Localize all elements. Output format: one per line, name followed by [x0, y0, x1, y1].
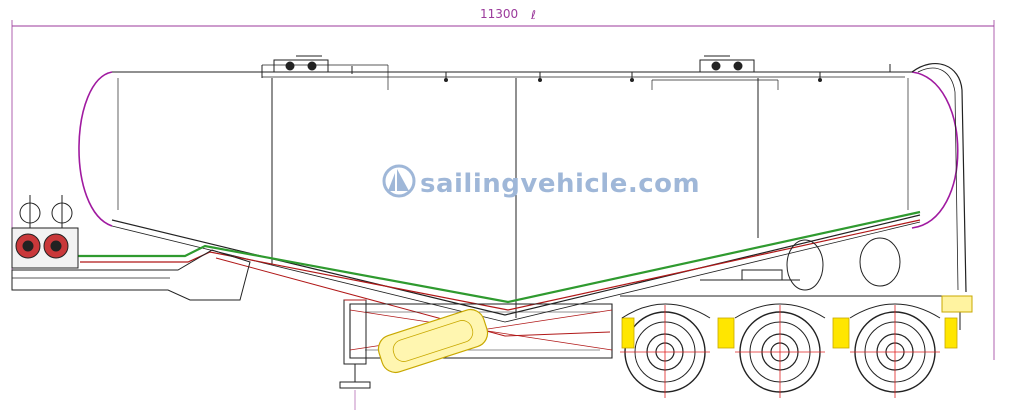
- watermark-text: sailingvehicle.com: [420, 169, 700, 199]
- watermark: sailingvehicle.com: [382, 164, 700, 199]
- air-pipe: [78, 210, 921, 304]
- brake-line: [80, 219, 921, 311]
- wheel-3: [850, 305, 940, 398]
- tank-body: [78, 64, 959, 323]
- sail-logo-icon: [382, 164, 416, 198]
- wheel-1: [620, 305, 710, 398]
- front-valves: [11, 195, 79, 269]
- rear-fittings: [700, 237, 973, 313]
- front-tank-head: [78, 71, 113, 227]
- svg-text:ℓ: ℓ: [530, 8, 536, 22]
- discharge-pipe: [911, 62, 967, 293]
- suspension-brackets: [621, 317, 958, 349]
- axle-group: [620, 303, 958, 398]
- overall-length-label: 11300: [480, 7, 518, 21]
- manhole-front: [273, 55, 329, 73]
- landing-leg: [339, 299, 371, 410]
- overall-dimension: 11300 ℓ: [11, 7, 995, 360]
- wheel-2: [735, 305, 825, 398]
- spare-tire: [377, 308, 489, 374]
- top-fittings: [351, 64, 891, 82]
- manhole-rear: [699, 55, 755, 73]
- rear-tank-head: [911, 71, 959, 229]
